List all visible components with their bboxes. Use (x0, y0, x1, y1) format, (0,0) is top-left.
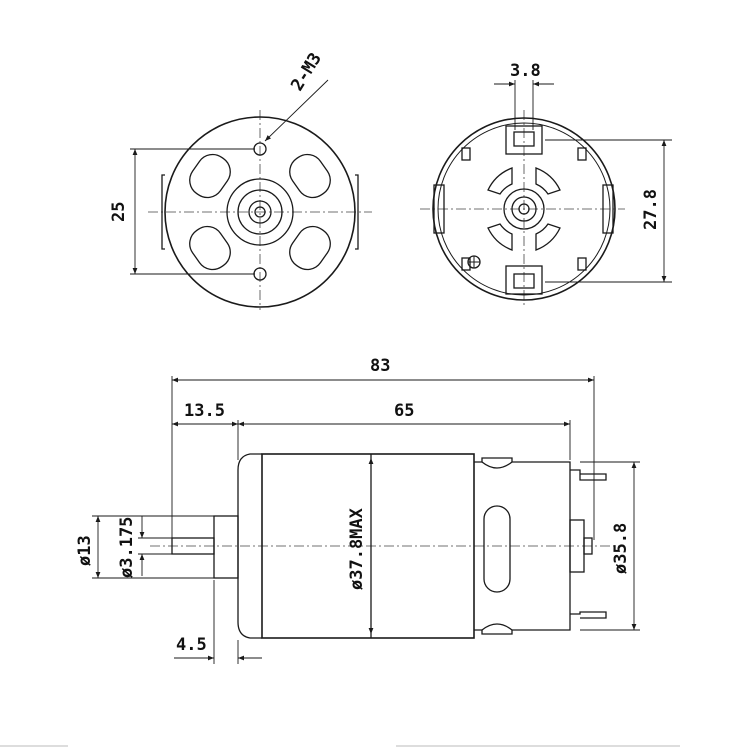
shaft-length-label: 13.5 (184, 401, 225, 421)
shaft-diameter-label: ø3.175 (117, 517, 137, 578)
overall-length-label: 83 (370, 356, 390, 376)
rear-end-view (420, 80, 672, 305)
boss-length-label: 4.5 (176, 635, 207, 655)
boss-diameter-label: ø13 (75, 535, 95, 566)
side-view (92, 376, 640, 664)
endcap-diameter-label: ø35.8 (611, 523, 631, 574)
terminal-width-label: 3.8 (510, 61, 541, 81)
hole-spacing-label: 25 (109, 202, 129, 222)
front-end-view (130, 79, 372, 310)
body-diameter-label: ø37.8MAX (347, 507, 367, 590)
terminal-spacing-label: 27.8 (641, 189, 661, 230)
body-length-label: 65 (394, 401, 414, 421)
